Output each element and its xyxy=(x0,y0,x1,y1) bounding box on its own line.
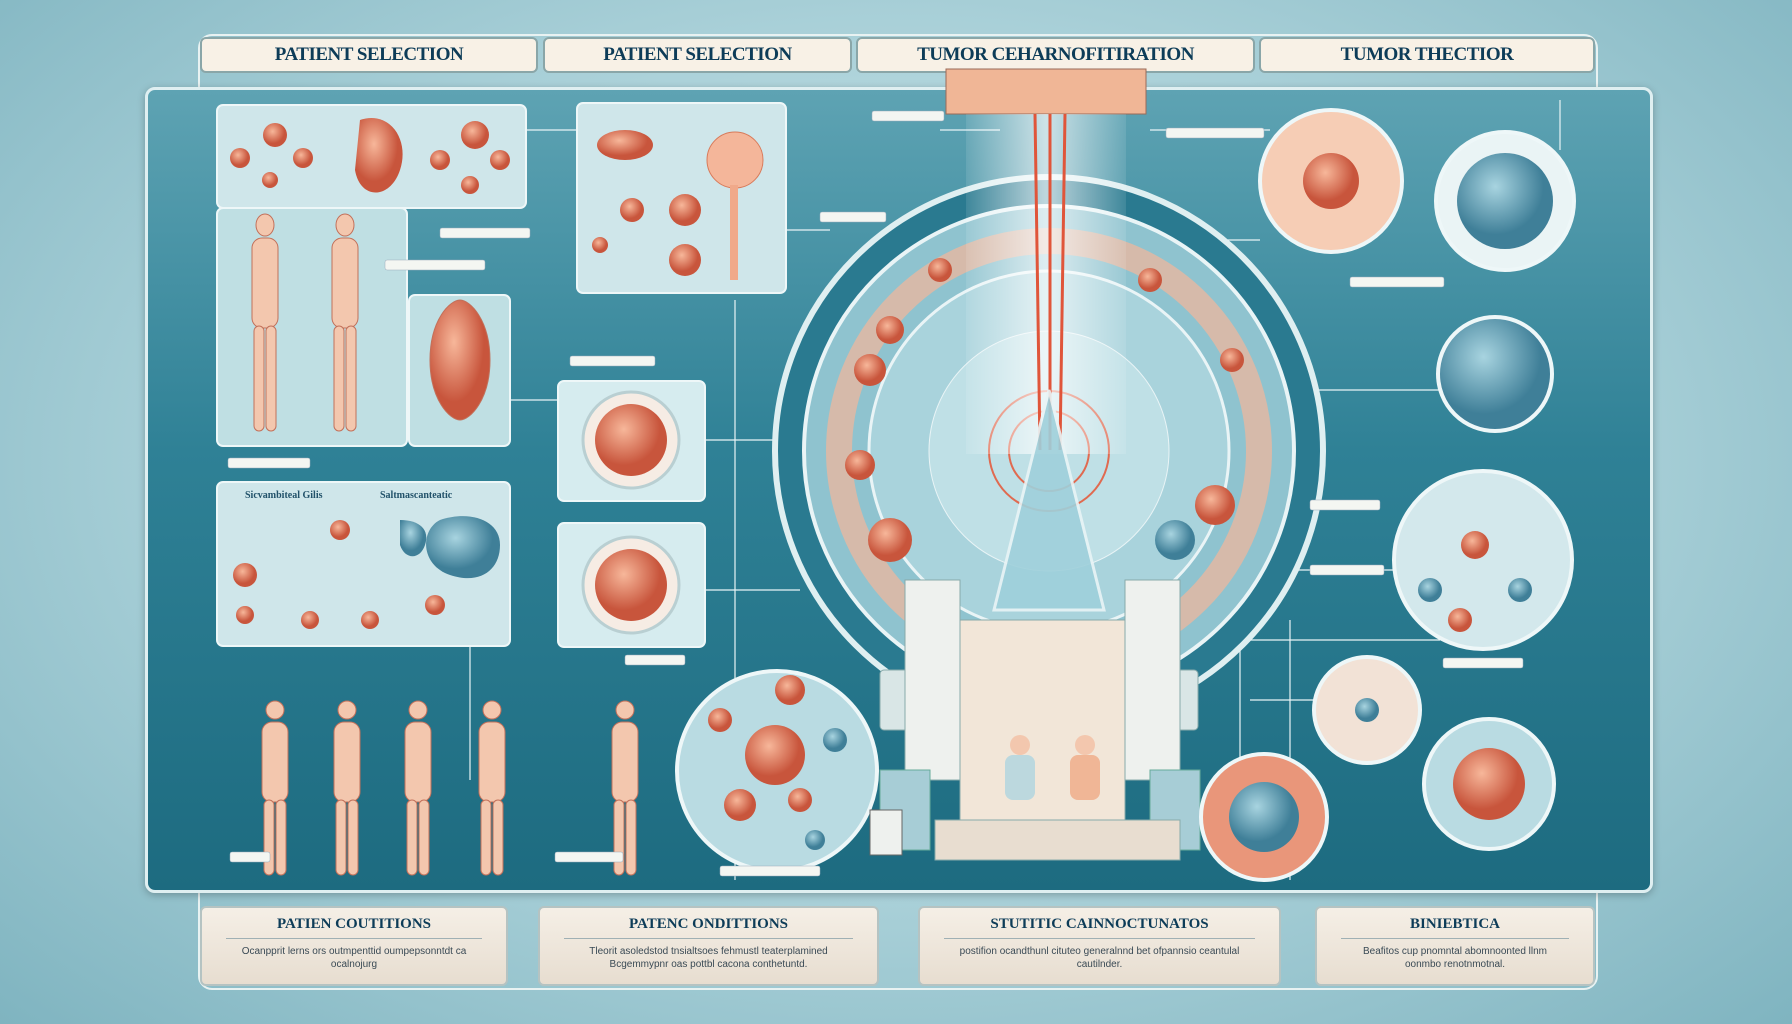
footer-title: PATENC ONDITTIONS xyxy=(628,916,789,932)
footer-card-3: STUTITIC CAINNOCTUNATOS postifion ocandt… xyxy=(918,906,1281,986)
footer-body: Ocanpprit lerns ors outmpenttid oumpepso… xyxy=(241,946,467,970)
left-anatomy-panels xyxy=(216,104,527,647)
footer-body: Beafitos cup pnomntal abomnoonted llnm o… xyxy=(1362,946,1547,970)
footer-card-4: BINIEBTICA Beafitos cup pnomntal abomnoo… xyxy=(1315,906,1595,986)
patient-figures xyxy=(261,700,639,876)
footer-card-2: PATENC ONDITTIONS Tleorit asoledstod tns… xyxy=(538,906,879,986)
right-tumor-circles xyxy=(1199,108,1576,882)
footer-title: PATIEN COUTITIONS xyxy=(276,916,432,932)
header-patient-selection-1: PATIENT SELECTION xyxy=(200,37,538,73)
footer-body: Tleorit asoledstod tnsialtsoes fehmustl … xyxy=(589,946,828,970)
panel-subtitle-2: Saltmascanteatic xyxy=(380,490,453,501)
header-tumor-detection: TUMOR THECTIOR xyxy=(1259,37,1595,73)
footer-card-1: PATIEN COUTITIONS Ocanpprit lerns ors ou… xyxy=(200,906,508,986)
header-patient-selection-2: PATIENT SELECTION xyxy=(543,37,852,73)
panel-subtitle-1: Sicvambiteal Gilis xyxy=(245,490,323,501)
footer-body: postifion ocandthunl cituteo generalnnd … xyxy=(959,946,1240,970)
footer-title: BINIEBTICA xyxy=(1409,916,1501,932)
small-callout-labels xyxy=(227,110,1524,877)
right-tumor-cells xyxy=(1229,153,1553,852)
treatment-console xyxy=(869,579,1201,861)
footer-title: STUTITIC CAINNOCTUNATOS xyxy=(990,916,1209,932)
